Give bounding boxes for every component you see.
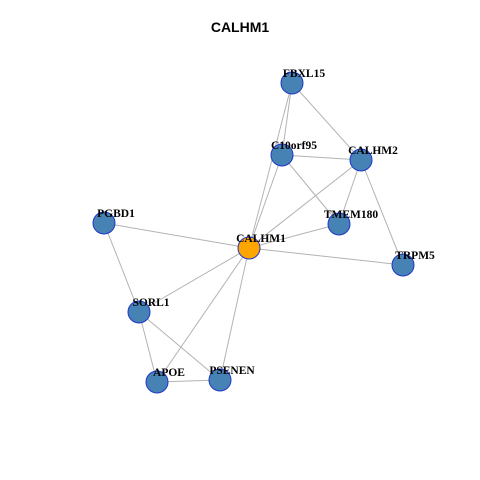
edge-calhm1-psenen (219, 247, 250, 381)
edge-fbxl15-calhm2 (291, 82, 362, 161)
node-label-apoe: APOE (153, 367, 185, 379)
node-fbxl15[interactable] (280, 71, 304, 95)
node-label-fbxl15: FBXL15 (283, 68, 325, 80)
edge-c10orf95-tmem180 (281, 154, 340, 225)
node-layer (92, 71, 415, 394)
node-tmem180[interactable] (327, 212, 351, 236)
node-label-trpm5: TRPM5 (395, 250, 435, 262)
node-label-calhm1: CALHM1 (236, 233, 286, 245)
node-c10orf95[interactable] (270, 143, 294, 167)
node-label-psenen: PSENEN (209, 365, 255, 377)
edge-pgbd1-sorl1 (103, 222, 140, 313)
node-pgbd1[interactable] (92, 211, 116, 235)
edge-calhm2-calhm1 (248, 159, 362, 249)
edge-sorl1-apoe (138, 311, 158, 383)
edge-c10orf95-calhm2 (281, 154, 362, 161)
edge-sorl1-psenen (138, 311, 221, 381)
edge-calhm1-apoe (156, 247, 250, 383)
edge-pgbd1-calhm1 (103, 222, 250, 249)
edge-layer (103, 82, 404, 383)
node-sorl1[interactable] (127, 300, 151, 324)
graph-title: CALHM1 (210, 19, 270, 35)
edge-c10orf95-calhm1 (248, 154, 283, 249)
node-label-pgbd1: PGBD1 (97, 208, 135, 220)
edge-calhm1-sorl1 (138, 247, 250, 313)
node-psenen[interactable] (208, 368, 232, 392)
edge-tmem180-calhm1 (248, 223, 340, 249)
edge-calhm2-trpm5 (360, 159, 404, 266)
node-trpm5[interactable] (391, 253, 415, 277)
node-calhm2[interactable] (349, 148, 373, 172)
node-calhm1[interactable] (237, 236, 261, 260)
edge-calhm1-trpm5 (248, 247, 404, 266)
edge-fbxl15-calhm1 (248, 82, 293, 249)
node-label-c10orf95: C10orf95 (271, 140, 317, 152)
node-apoe[interactable] (145, 370, 169, 394)
node-label-calhm2: CALHM2 (348, 145, 398, 157)
edge-fbxl15-c10orf95 (281, 82, 293, 156)
node-label-tmem180: TMEM180 (324, 209, 379, 221)
node-label-sorl1: SORL1 (132, 297, 169, 309)
